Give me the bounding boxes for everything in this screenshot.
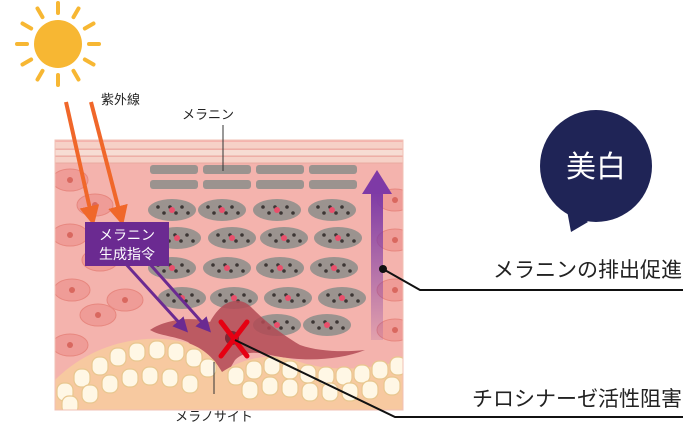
- signal-label-line2: 生成指令: [99, 247, 155, 263]
- uv-arrow-2: [89, 101, 128, 226]
- melanocyte-label: メラノサイト: [175, 410, 253, 425]
- uv-label: 紫外線: [101, 92, 140, 108]
- signal-arrow-1: [122, 260, 189, 333]
- skin-cross-section: [55, 140, 403, 410]
- inhibit-cross-icon: [218, 319, 250, 359]
- discharge-arrow: [362, 170, 392, 340]
- uv-arrow-1: [64, 101, 100, 226]
- sun-icon: [15, 1, 101, 87]
- signal-arrow-2: [146, 261, 211, 333]
- badge-label: 美白: [566, 150, 626, 185]
- discharge-label: メラニンの排出促進: [493, 258, 682, 282]
- whitening-badge: 美白: [540, 110, 652, 232]
- inhibit-leader-line: [234, 339, 683, 418]
- inhibit-label: チロシナーゼ活性阻害: [472, 387, 682, 411]
- melanin-label: メラニン: [182, 108, 234, 123]
- melanin-signal-box: メラニン 生成指令: [85, 222, 169, 266]
- signal-label-line1: メラニン: [99, 228, 155, 244]
- discharge-leader-line: [382, 268, 683, 291]
